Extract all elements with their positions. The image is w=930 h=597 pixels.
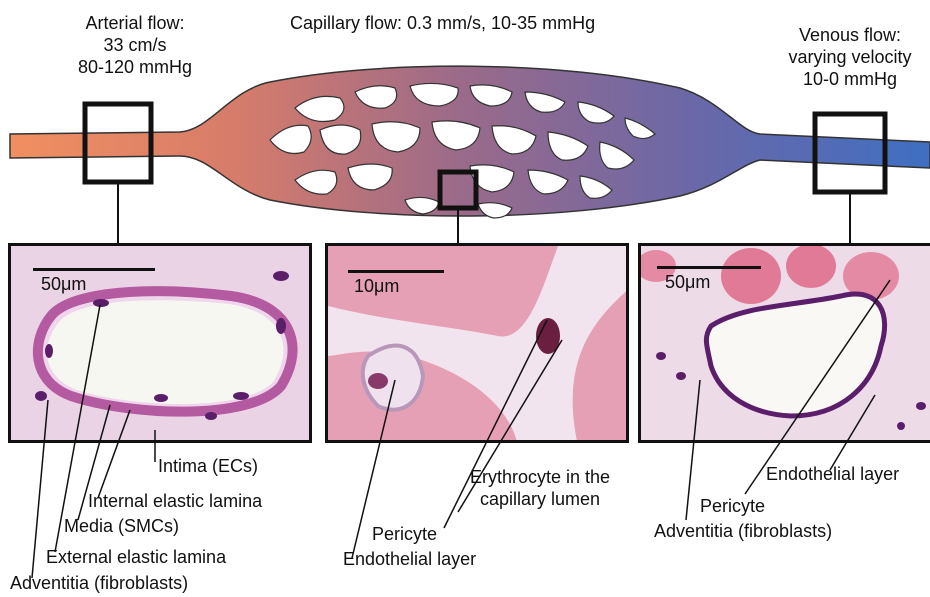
artery-micrograph: 50μm [8,243,312,443]
capillary-micrograph: 10μm [325,243,629,443]
label-endothelial-vein: Endothelial layer [766,463,899,485]
vein-scale-bar [657,266,761,269]
label-internal-elastic-lamina: Internal elastic lamina [88,490,262,512]
capillary-scale-bar [348,270,444,273]
label-erythrocyte-line-2: capillary lumen [440,488,640,510]
label-adventitia-vein: Adventitia (fibroblasts) [654,520,832,542]
artery-scale-bar [33,268,155,271]
vein-scale-label: 50μm [665,272,710,293]
label-pericyte-capillary: Pericyte [372,523,437,545]
label-pericyte-vein: Pericyte [700,495,765,517]
artery-scale-label: 50μm [41,274,86,295]
vein-micrograph: 50μm [638,243,930,443]
label-external-elastic-lamina: External elastic lamina [46,546,226,568]
label-erythrocyte: Erythrocyte in the capillary lumen [440,466,640,510]
label-media: Media (SMCs) [64,515,179,537]
label-endothelial-capillary: Endothelial layer [343,548,476,570]
label-intima: Intima (ECs) [158,455,258,477]
label-adventitia-artery: Adventitia (fibroblasts) [10,572,188,594]
label-erythrocyte-line-1: Erythrocyte in the [440,466,640,488]
capillary-scale-label: 10μm [354,276,399,297]
